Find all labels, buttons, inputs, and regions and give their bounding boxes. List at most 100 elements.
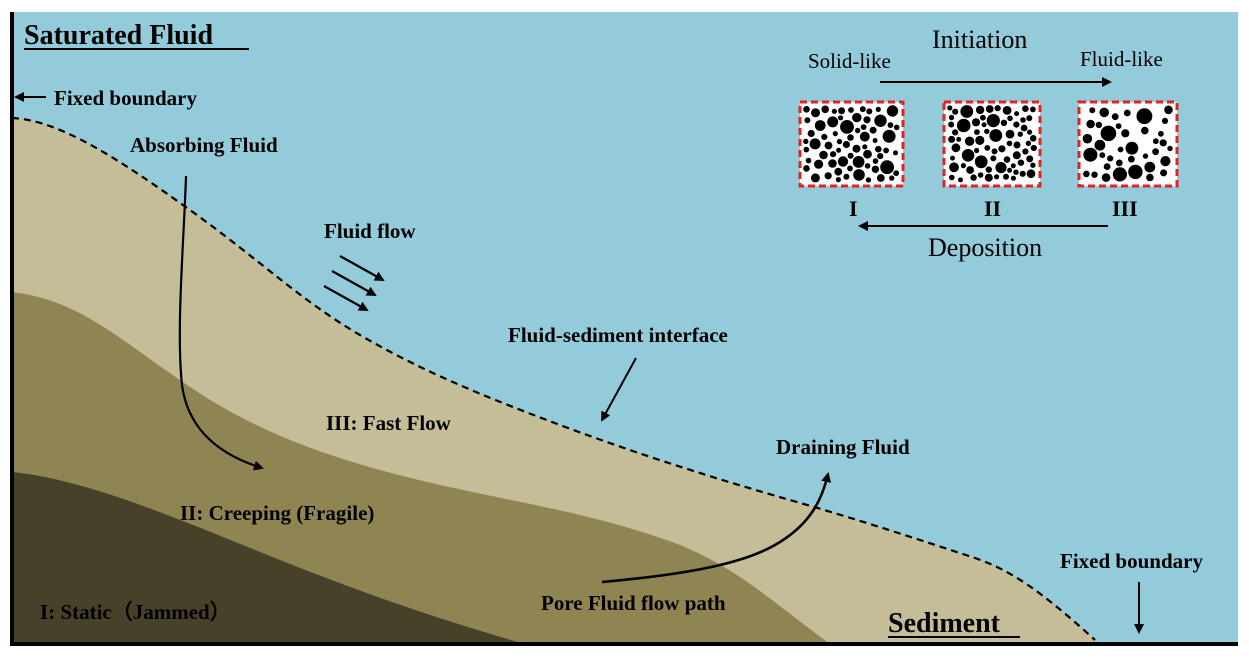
grain [1161, 117, 1169, 124]
grain [952, 108, 959, 115]
grain [949, 174, 955, 181]
grain [852, 144, 861, 153]
fixed-boundary-left-label: Fixed boundary [54, 86, 197, 110]
grain [1030, 144, 1037, 152]
grain [964, 136, 975, 146]
grain [1112, 167, 1127, 182]
grain [821, 105, 829, 114]
grain [1095, 121, 1103, 129]
grain [1013, 169, 1019, 175]
pore-fluid-path-arrow [601, 472, 832, 584]
grain [863, 116, 871, 124]
grain [836, 138, 843, 145]
grain [852, 156, 865, 168]
grain [805, 157, 812, 164]
grain [1101, 173, 1111, 182]
grain [1000, 119, 1008, 127]
grain [1164, 105, 1173, 115]
grain [875, 145, 882, 153]
grain [847, 134, 854, 141]
grain [948, 121, 955, 128]
grain [863, 149, 872, 159]
grain [1022, 148, 1029, 155]
grains-medium [947, 105, 1037, 183]
fluid-flow-arrow-1 [339, 255, 385, 281]
pore-path-label: Pore Fluid flow path [541, 591, 726, 615]
grain [882, 129, 896, 143]
grain [830, 151, 837, 158]
grain [1003, 173, 1009, 180]
grain [958, 177, 963, 183]
grain [1026, 169, 1036, 178]
grain [998, 145, 1006, 153]
grain [1099, 152, 1106, 159]
fluid-flow-label: Fluid flow [324, 219, 416, 243]
grain [1160, 156, 1171, 167]
grain [984, 128, 990, 135]
page-title: Saturated Fluid [24, 20, 213, 51]
grain [1006, 140, 1013, 147]
grain [824, 172, 832, 180]
grain [981, 122, 987, 128]
grain [862, 144, 868, 150]
static-label: I: Static（Jammed） [40, 600, 231, 624]
grain [985, 105, 994, 113]
grain [838, 115, 844, 121]
grain [1017, 159, 1025, 166]
grain [1128, 164, 1143, 180]
grain [889, 175, 895, 181]
grain [1029, 135, 1037, 142]
grain [847, 152, 854, 159]
grains-dense [803, 105, 900, 183]
absorbing-fluid-label: Absorbing Fluid [130, 133, 278, 157]
grain [975, 135, 985, 145]
grain [831, 108, 838, 114]
grain [961, 149, 975, 162]
grain [853, 169, 865, 181]
creeping-label: II: Creeping (Fragile) [180, 501, 374, 525]
grain [819, 150, 828, 160]
grain [1030, 106, 1036, 113]
grain [847, 165, 853, 172]
grain [803, 165, 810, 172]
grain [843, 173, 850, 180]
grain [859, 106, 866, 113]
grain [984, 173, 993, 182]
grain [1100, 125, 1117, 142]
grain [1025, 140, 1032, 146]
grain [821, 133, 828, 140]
fixed-boundary-right-label: Fixed boundary [1060, 549, 1203, 573]
roman-label-III: III [1112, 196, 1138, 221]
interface-label: Fluid-sediment interface [508, 323, 728, 347]
grain [1125, 141, 1139, 155]
grain [852, 112, 862, 123]
fast-flow-label: III: Fast Flow [326, 411, 452, 435]
grain [875, 106, 881, 112]
grain [880, 160, 894, 175]
grain [811, 108, 820, 118]
grain [803, 106, 810, 113]
grain [859, 131, 870, 142]
grain [1007, 167, 1013, 173]
grain [872, 138, 878, 143]
grain [1020, 124, 1028, 132]
roman-label-I: I [849, 196, 858, 221]
grain [893, 124, 900, 131]
grain [838, 107, 846, 115]
grain [840, 120, 854, 134]
grain [1144, 161, 1156, 173]
grain [836, 147, 842, 153]
grain [893, 150, 898, 156]
grain [824, 141, 833, 150]
draining-fluid-label: Draining Fluid [776, 435, 910, 459]
grain [977, 172, 984, 178]
grain [949, 162, 959, 173]
state-transition-inset: Initiation Solid-like Fluid-like I II II… [798, 25, 1179, 262]
grain [1123, 109, 1131, 117]
grain [1141, 126, 1149, 135]
grain [814, 120, 826, 131]
grain [828, 159, 837, 168]
grain [991, 148, 998, 155]
grain [956, 136, 962, 142]
